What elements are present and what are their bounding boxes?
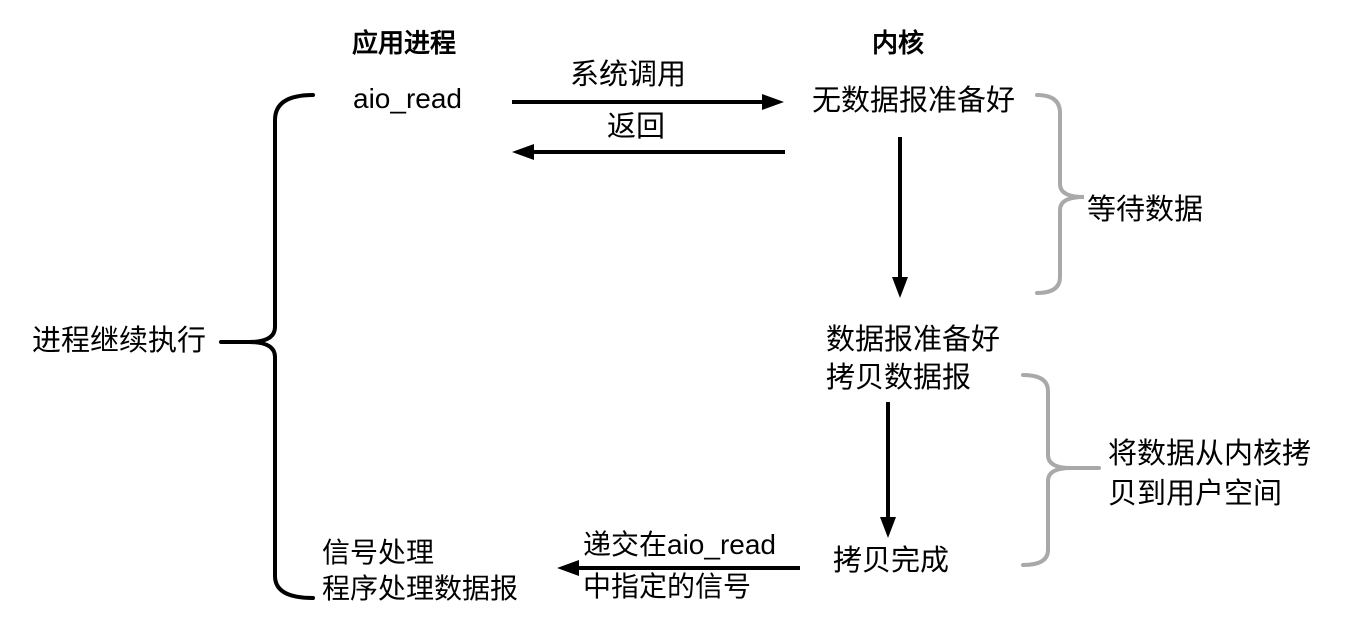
syscall-arrow-label: 系统调用 bbox=[570, 59, 687, 91]
deliver-signal-label-line2: 中指定的信号 bbox=[583, 571, 752, 602]
copy-done-node: 拷贝完成 bbox=[833, 545, 950, 577]
datagram-ready-line2: 拷贝数据报 bbox=[826, 362, 972, 394]
syscall-arrow bbox=[512, 94, 784, 110]
deliver-signal-arrow bbox=[557, 560, 800, 576]
copy-data-brace bbox=[1021, 373, 1072, 567]
signal-handler-node: 信号处理 程序处理数据报 bbox=[322, 535, 518, 607]
no-datagram-node: 无数据报准备好 bbox=[812, 85, 1016, 117]
return-arrow bbox=[512, 144, 785, 160]
process-continue-label: 进程继续执行 bbox=[32, 325, 207, 357]
process-continue-brace bbox=[248, 93, 315, 600]
copy-annotation-line1: 将数据从内核拷 bbox=[1108, 438, 1312, 470]
wait-down-arrow bbox=[892, 137, 908, 298]
datagram-ready-node: 数据报准备好 拷贝数据报 bbox=[826, 321, 1000, 397]
wait-data-annotation: 等待数据 bbox=[1087, 194, 1204, 226]
aio-read-node: aio_read bbox=[353, 83, 462, 114]
datagram-ready-line1: 数据报准备好 bbox=[826, 324, 1001, 356]
copy-to-userspace-annotation: 将数据从内核拷 贝到用户空间 bbox=[1108, 434, 1311, 514]
app-process-header: 应用进程 bbox=[352, 28, 457, 58]
deliver-signal-label-line1: 递交在aio_read bbox=[583, 529, 776, 560]
copy-down-arrow bbox=[880, 402, 896, 538]
copy-annotation-line2: 贝到用户空间 bbox=[1108, 478, 1283, 510]
return-arrow-label: 返回 bbox=[607, 111, 666, 143]
kernel-header: 内核 bbox=[872, 28, 925, 58]
signal-handler-line1: 信号处理 bbox=[322, 537, 435, 568]
wait-data-brace bbox=[1035, 93, 1085, 295]
signal-handler-line2: 程序处理数据报 bbox=[322, 573, 519, 604]
